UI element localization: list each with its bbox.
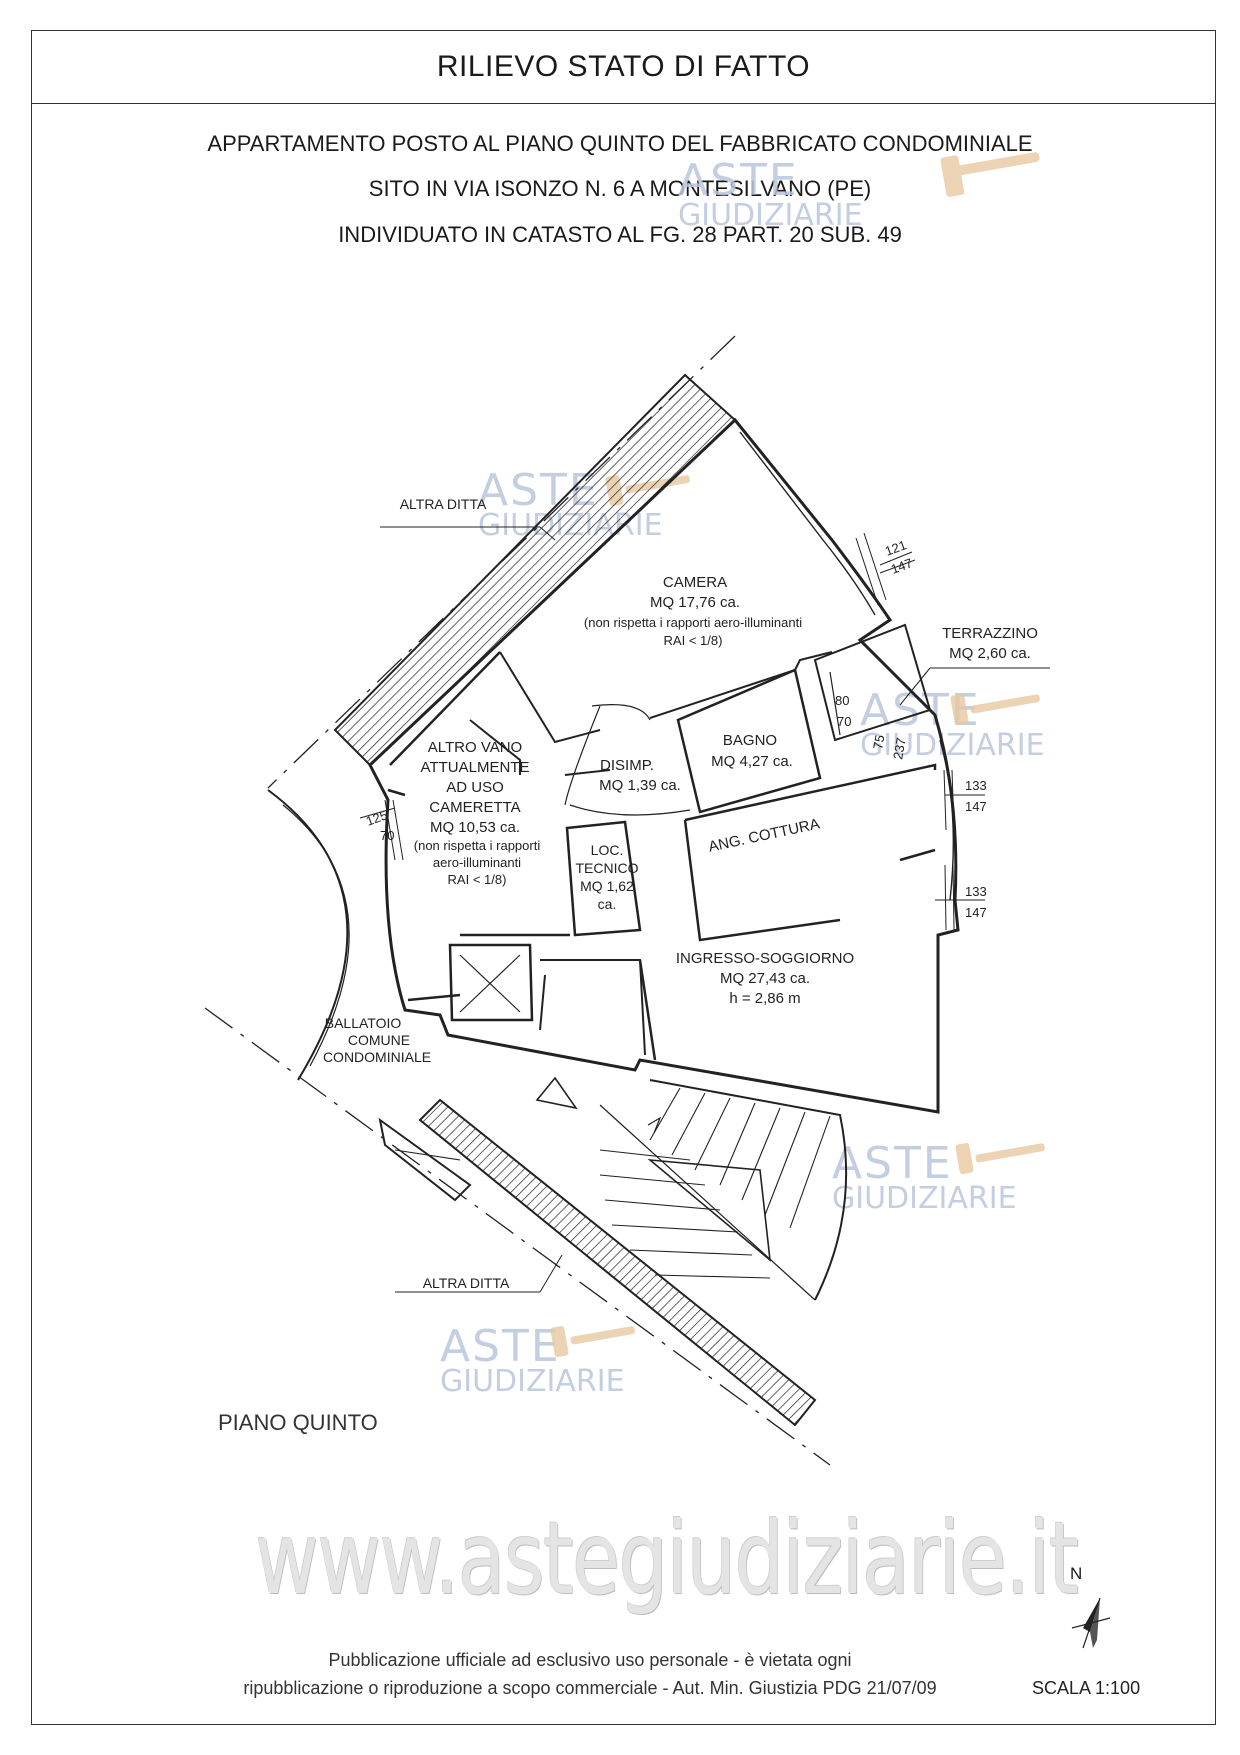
dimension-label: 125 (364, 807, 390, 829)
altra-ditta-label: ALTRA DITTA (423, 1275, 510, 1291)
footer-line-2: ripubblicazione o riproduzione a scopo c… (243, 1678, 937, 1698)
footer-line-1: Pubblicazione ufficiale ad esclusivo uso… (328, 1650, 852, 1670)
room-cameretta-note: RAI < 1/8) (448, 872, 507, 887)
subtitle-line-3: INDIVIDUATO IN CATASTO AL FG. 28 PART. 2… (338, 222, 902, 247)
floor-label: PIANO QUINTO (218, 1410, 378, 1435)
north-arrow-icon (1071, 1597, 1111, 1649)
room-disimp-name: DISIMP. (600, 757, 654, 774)
dimension-label: 133 (965, 884, 987, 899)
room-loc-tecnico-label: TECNICO (576, 860, 639, 876)
room-camera-area: MQ 17,76 ca. (650, 594, 740, 611)
page-frame: RILIEVO STATO DI FATTO (31, 30, 1216, 1725)
subtitle-line-1: APPARTAMENTO POSTO AL PIANO QUINTO DEL F… (207, 131, 1033, 156)
room-soggiorno-area: MQ 27,43 ca. (720, 970, 810, 987)
room-loc-tecnico-label: ca. (598, 896, 617, 912)
dimension-label: 147 (965, 799, 987, 814)
room-camera-name: CAMERA (663, 574, 727, 591)
north-label: N (1070, 1564, 1083, 1583)
room-cameretta-area: MQ 10,53 ca. (430, 819, 520, 836)
dimension-label: 70 (837, 714, 851, 729)
room-loc-tecnico-label: LOC. (591, 842, 624, 858)
room-terrazzino-area: MQ 2,60 ca. (949, 645, 1031, 662)
room-cottura-name: ANG. COTTURA (707, 816, 821, 856)
dimension-label: 237 (890, 737, 909, 761)
dimension-label: 147 (965, 905, 987, 920)
ballatoio-label: BALLATOIO (325, 1015, 402, 1031)
room-cameretta-note: (non rispetta i rapporti (414, 838, 541, 853)
page-title: RILIEVO STATO DI FATTO (32, 31, 1215, 104)
room-camera-note: (non rispetta i rapporti aero-illuminant… (584, 615, 802, 630)
room-bagno-name: BAGNO (723, 732, 777, 749)
room-cameretta-label: CAMERETTA (429, 799, 520, 816)
room-cameretta-label: ALTRO VANO (428, 739, 522, 756)
dimension-label: 121 (883, 537, 909, 559)
dimension-label: 70 (380, 828, 394, 843)
subtitle-line-2: SITO IN VIA ISONZO N. 6 A MONTESILVANO (… (368, 176, 872, 201)
altra-ditta-label: ALTRA DITTA (400, 496, 487, 512)
room-bagno-area: MQ 4,27 ca. (711, 753, 793, 770)
dimension-label: 133 (965, 778, 987, 793)
room-soggiorno-name: INGRESSO-SOGGIORNO (676, 950, 854, 967)
hammer-watermark-icon (550, 152, 1045, 1358)
dimension-label: 75 (870, 734, 887, 751)
room-loc-tecnico-area: MQ 1,62 (580, 878, 634, 894)
scale-label: SCALA 1:100 (1032, 1678, 1141, 1698)
dimension-label: 147 (889, 555, 915, 577)
dimension-label: 80 (835, 693, 849, 708)
room-disimp-area: MQ 1,39 ca. (599, 777, 681, 794)
room-cameretta-label: ATTUALMENTE (421, 759, 530, 776)
room-cameretta-note: aero-illuminanti (433, 855, 521, 870)
room-camera-note: RAI < 1/8) (664, 633, 723, 648)
ballatoio-label: COMUNE (348, 1032, 410, 1048)
ballatoio-label: CONDOMINIALE (323, 1049, 431, 1065)
site-watermark: www.astegiudiziarie.it (255, 1500, 1079, 1617)
room-soggiorno-height: h = 2,86 m (729, 990, 800, 1007)
room-cameretta-label: AD USO (446, 779, 504, 796)
room-terrazzino-name: TERRAZZINO (942, 625, 1038, 642)
